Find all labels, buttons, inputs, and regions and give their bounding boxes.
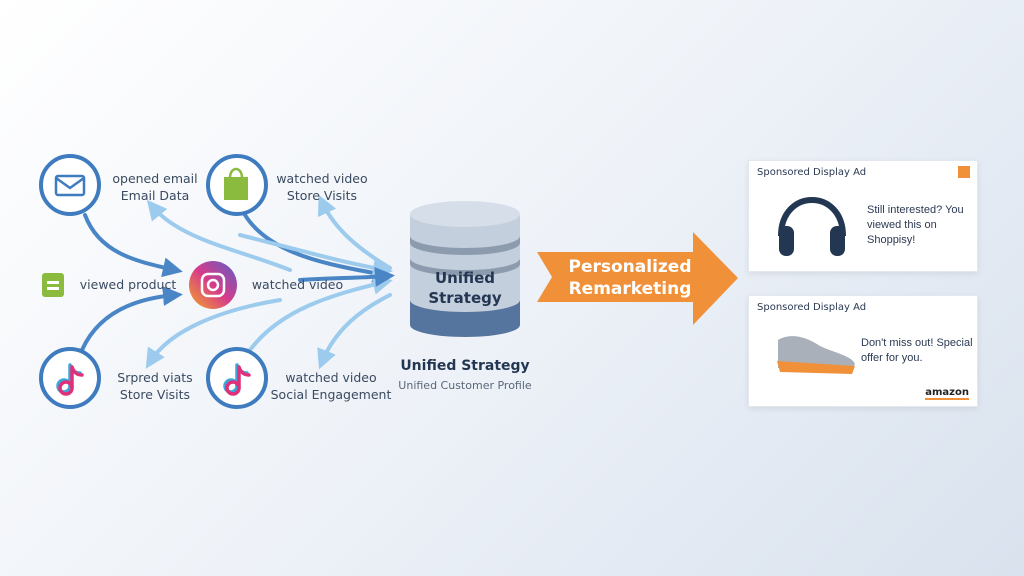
source-label: watched video — [251, 277, 344, 292]
instagram-icon — [189, 261, 237, 309]
database-title: Unified Strategy — [400, 358, 530, 374]
source-label: opened email — [112, 171, 198, 186]
shopping-bag-icon — [224, 167, 248, 200]
database-subtitle: Unified Customer Profile — [398, 379, 532, 392]
arrow-label: Personalized — [568, 257, 692, 277]
email-source-circle — [39, 154, 101, 216]
ad-message: Still interested? You viewed this on Sho… — [867, 204, 964, 246]
database-label-2: Strategy — [428, 289, 502, 307]
source-sublabel: Social Engagement — [270, 387, 392, 402]
source-sublabel: Email Data — [120, 188, 190, 203]
ad-card[interactable]: Sponsored Display Ad Still interested? Y… — [748, 160, 978, 272]
email-icon — [54, 174, 86, 197]
source-sublabel: Store Visits — [119, 387, 191, 402]
arrow-label-2: Remarketing — [568, 279, 692, 299]
ad-title: Sponsored Display Ad — [757, 167, 867, 178]
chat-icon — [42, 273, 64, 297]
database-icon — [410, 201, 520, 337]
amazon-logo: amazon — [925, 387, 969, 400]
source-label: viewed product — [79, 277, 177, 292]
source-sublabel: Store Visits — [286, 188, 358, 203]
source-label: watched video — [285, 370, 377, 385]
tiktok-icon — [56, 363, 84, 396]
remarketing-arrow — [537, 232, 738, 325]
ad-card[interactable]: Sponsored Display Ad Don't miss out! Spe… — [748, 295, 978, 407]
database-label: Unified — [434, 269, 496, 287]
ad-message: Don't miss out! Special offer for you. — [861, 337, 973, 364]
tiktok-icon — [223, 363, 251, 396]
ad-title: Sponsored Display Ad — [757, 302, 867, 313]
source-label: watched video — [276, 171, 368, 186]
source-label: Srpred viats — [117, 370, 193, 385]
